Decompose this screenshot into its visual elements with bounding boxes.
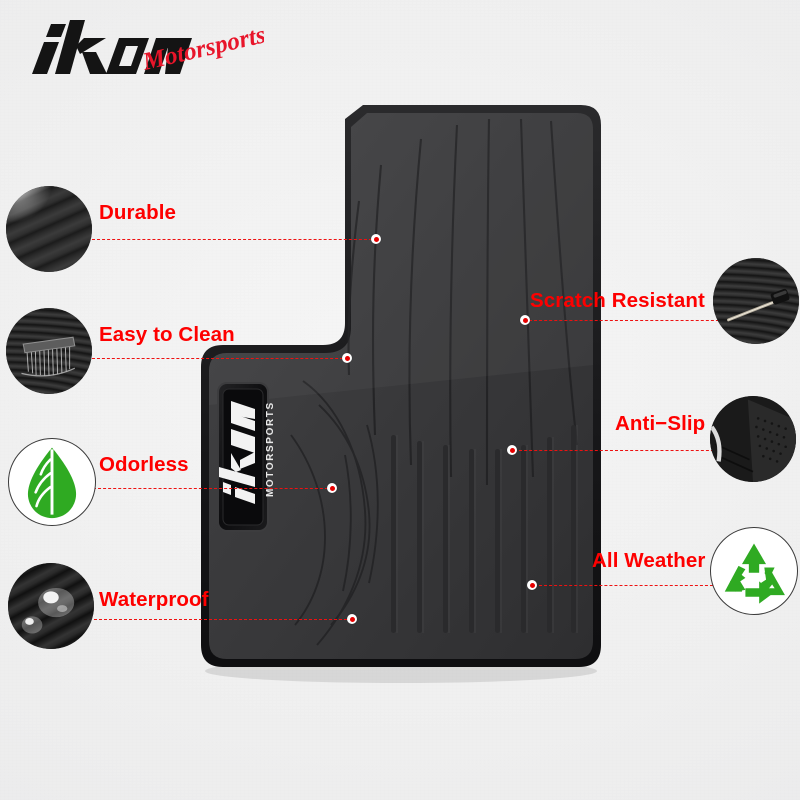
feature-label-odorless: Odorless [99, 453, 189, 476]
mat-surface-closeup-icon [6, 186, 92, 272]
callout-marker-durable [371, 234, 381, 244]
feature-label-easy-to-clean: Easy to Clean [99, 323, 235, 346]
recycle-triangle-icon [710, 527, 798, 615]
feature-label-all-weather: All Weather [592, 549, 706, 572]
callout-marker-all-weather [527, 580, 537, 590]
svg-text:Motorsports: Motorsports [139, 21, 264, 76]
feature-label-durable: Durable [99, 201, 177, 224]
floor-mat-product-image: MOTORSPORTS [185, 105, 605, 685]
callout-line-all-weather [534, 585, 718, 586]
callout-marker-odorless [327, 483, 337, 493]
callout-line-durable [92, 239, 377, 240]
callout-marker-easy-to-clean [342, 353, 352, 363]
callout-line-easy-to-clean [92, 358, 348, 359]
callout-marker-anti-slip [507, 445, 517, 455]
feature-label-waterproof: Waterproof [99, 588, 209, 611]
callout-line-scratch-resistant [529, 320, 724, 321]
callout-marker-scratch-resistant [520, 315, 530, 325]
green-leaf-icon [8, 438, 96, 526]
brush-sweeping-icon [6, 308, 92, 394]
ikon-motorsports-logo: Motorsports [14, 8, 264, 88]
tool-scratch-test-icon [713, 258, 799, 344]
nub-underside-icon [710, 396, 796, 482]
feature-label-scratch-resistant: Scratch Resistant [530, 289, 705, 312]
callout-line-odorless [93, 488, 333, 489]
svg-text:MOTORSPORTS: MOTORSPORTS [265, 401, 276, 497]
callout-line-waterproof [94, 619, 352, 620]
water-droplets-icon [8, 563, 94, 649]
callout-marker-waterproof [347, 614, 357, 624]
callout-line-anti-slip [514, 450, 719, 451]
mat-badge: MOTORSPORTS [217, 382, 276, 532]
feature-label-anti-slip: Anti−Slip [615, 412, 706, 435]
